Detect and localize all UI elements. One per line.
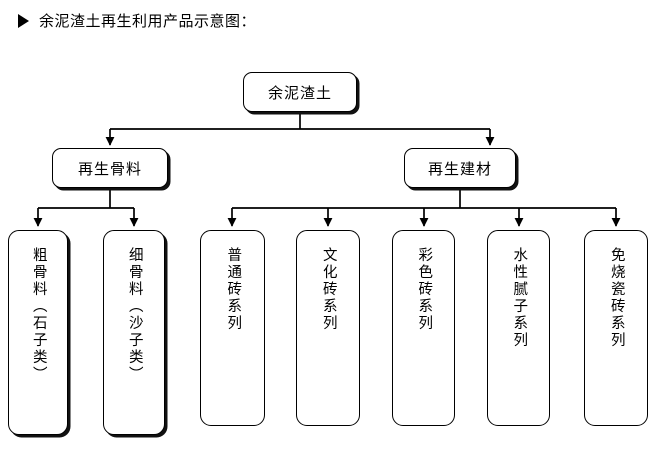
node-leaf-label: 文化砖系列	[320, 247, 337, 332]
node-leaf-label: 普通砖系列	[225, 247, 242, 332]
node-branch-label: 再生建材	[427, 159, 492, 178]
node-root-label: 余泥渣土	[267, 83, 332, 102]
node-leaf-label: 粗骨料（石子类）	[30, 247, 47, 383]
triangle-right-icon	[18, 13, 29, 28]
node-leaf-coarse-aggregate[interactable]: 粗骨料（石子类）	[8, 230, 68, 435]
node-leaf-fine-aggregate[interactable]: 细骨料（沙子类）	[103, 230, 165, 435]
node-leaf-label: 免烧瓷砖系列	[608, 247, 625, 349]
node-leaf-label: 细骨料（沙子类）	[126, 247, 143, 383]
node-root[interactable]: 余泥渣土	[243, 72, 357, 112]
node-leaf-label: 彩色砖系列	[416, 247, 433, 332]
node-leaf-label: 水性腻子系列	[511, 247, 528, 349]
page-title: 余泥渣土再生利用产品示意图：	[18, 10, 256, 31]
node-leaf-waterborne-putty[interactable]: 水性腻子系列	[487, 230, 550, 426]
node-branch-recycled-building-material[interactable]: 再生建材	[404, 148, 516, 188]
node-leaf-unfired-ceramic-tile[interactable]: 免烧瓷砖系列	[584, 230, 648, 426]
node-branch-recycled-aggregate[interactable]: 再生骨料	[52, 148, 168, 188]
node-branch-label: 再生骨料	[77, 159, 142, 178]
page-title-text: 余泥渣土再生利用产品示意图：	[39, 12, 257, 30]
node-leaf-color-brick[interactable]: 彩色砖系列	[392, 230, 455, 426]
node-leaf-culture-brick[interactable]: 文化砖系列	[296, 230, 360, 426]
node-leaf-standard-brick[interactable]: 普通砖系列	[200, 230, 265, 426]
